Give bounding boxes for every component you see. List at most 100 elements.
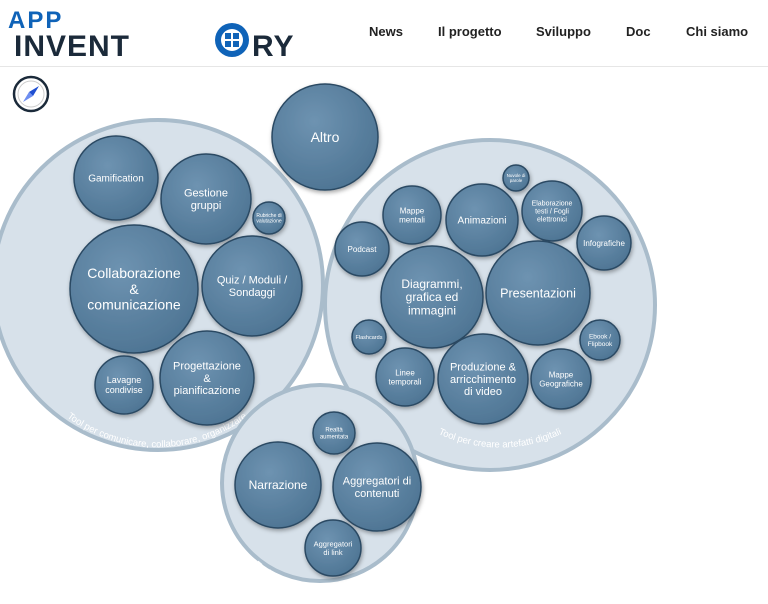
bubble-circle[interactable] [73, 135, 159, 221]
bubble-circle[interactable] [521, 180, 583, 242]
logo-gear-icon [215, 23, 249, 57]
bubble-circle[interactable] [159, 330, 255, 426]
bubble-circle[interactable] [437, 333, 529, 425]
bubble-label-line: Mappe [400, 206, 425, 215]
bubble-label-line: Flipbook [588, 341, 613, 348]
bubble-label-line: Flashcards [356, 335, 383, 341]
bubble-label: Altro [311, 129, 340, 145]
bubble-circle[interactable] [69, 224, 199, 354]
bubble-narrazione[interactable]: Narrazione [234, 441, 322, 529]
bubble-label: Progettazione&pianificazione [173, 361, 241, 398]
bubble-presentazioni[interactable]: Presentazioni [485, 240, 591, 346]
bubble-circle[interactable] [332, 442, 422, 532]
bubble-label-line: Nuvole di [507, 173, 526, 178]
bubble-circle[interactable] [485, 240, 591, 346]
bubble-circle[interactable] [252, 201, 286, 235]
bubble-circle[interactable] [201, 235, 303, 337]
logo-line-invent: INVENT [14, 30, 130, 60]
bubble-label-line: Aggregatori [314, 539, 353, 548]
bubble-label-line: Produzione & [450, 362, 517, 374]
logo-line-app: APP [8, 7, 63, 34]
bubble-infografiche[interactable]: Infografiche [576, 215, 632, 271]
bubble-circle[interactable] [304, 519, 362, 577]
bubble-circle[interactable] [502, 164, 530, 192]
bubble-label: Animazioni [458, 216, 507, 227]
bubble-animazioni[interactable]: Animazioni [445, 183, 519, 257]
nav-il-progetto[interactable]: Il progetto [438, 24, 502, 39]
bubble-label: Quiz / Moduli /Sondaggi [217, 275, 288, 299]
bubble-progettazione[interactable]: Progettazione&pianificazione [159, 330, 255, 426]
compass-icon[interactable] [12, 75, 50, 113]
bubble-label-line: di link [323, 548, 342, 557]
bubble-quiz[interactable]: Quiz / Moduli /Sondaggi [201, 235, 303, 337]
bubble-circle[interactable] [576, 215, 632, 271]
bubble-circle[interactable] [579, 319, 621, 361]
bubble-label-line: Linee [395, 368, 415, 377]
bubble-collaborazione[interactable]: Collaborazione&comunicazione [69, 224, 199, 354]
bubble-circle[interactable] [375, 347, 435, 407]
bubble-label-line: contenuti [355, 488, 400, 500]
bubble-circle[interactable] [160, 153, 252, 245]
bubble-label-line: Elaborazione [532, 201, 573, 208]
bubble-label-line: Diagrammi, [401, 277, 462, 291]
bubble-podcast[interactable]: Podcast [334, 221, 390, 277]
bubble-label-line: & [129, 281, 139, 297]
bubble-label: Podcast [348, 245, 378, 254]
logo-line-ry: RY [252, 30, 295, 60]
nav-news[interactable]: News [369, 24, 403, 39]
bubble-circle[interactable] [382, 185, 442, 245]
nav-chi-siamo[interactable]: Chi siamo [686, 24, 749, 39]
bubble-label-line: Gamification [88, 174, 144, 185]
bubble-circle[interactable] [351, 319, 387, 355]
app-inventory-logo[interactable]: APP INVENT RY [6, 6, 326, 60]
bubble-label-line: Progettazione [173, 361, 241, 373]
bubble-circle[interactable] [234, 441, 322, 529]
bubble-circle[interactable] [380, 245, 484, 349]
bubble-label-line: testi / Fogli [535, 208, 569, 215]
bubble-ebook[interactable]: Ebook /Flipbook [579, 319, 621, 361]
nav-sviluppo[interactable]: Sviluppo [536, 24, 591, 39]
nav-doc[interactable]: Doc [626, 24, 651, 39]
bubble-gamification[interactable]: Gamification [73, 135, 159, 221]
bubble-label-line: condivise [105, 385, 143, 395]
bubble-label-line: Geografiche [539, 379, 583, 388]
tools-map: Tool per comunicare, collaborare, organi… [0, 67, 768, 604]
bubble-label-line: Infografiche [583, 239, 625, 248]
bubble-altro[interactable]: Altro [271, 83, 379, 191]
bubble-label-line: Quiz / Moduli / [217, 275, 288, 287]
bubble-circle[interactable] [445, 183, 519, 257]
bubble-circle[interactable] [530, 348, 592, 410]
bubble-label-line: temporali [389, 377, 422, 386]
bubble-circle[interactable] [271, 83, 379, 191]
bubble-flashcards[interactable]: Flashcards [351, 319, 387, 355]
bubble-label: Collaborazione&comunicazione [87, 265, 181, 312]
bubble-label-line: immagini [408, 304, 456, 318]
bubble-label-line: Narrazione [249, 478, 308, 492]
bubble-circle[interactable] [94, 355, 154, 415]
bubble-label-line: Altro [311, 129, 340, 145]
bubble-label-line: mentali [399, 215, 425, 224]
bubble-label-line: valutazione [256, 219, 282, 225]
bubble-circle[interactable] [312, 411, 356, 455]
bubble-label-line: Podcast [348, 245, 378, 254]
bubble-circle[interactable] [334, 221, 390, 277]
